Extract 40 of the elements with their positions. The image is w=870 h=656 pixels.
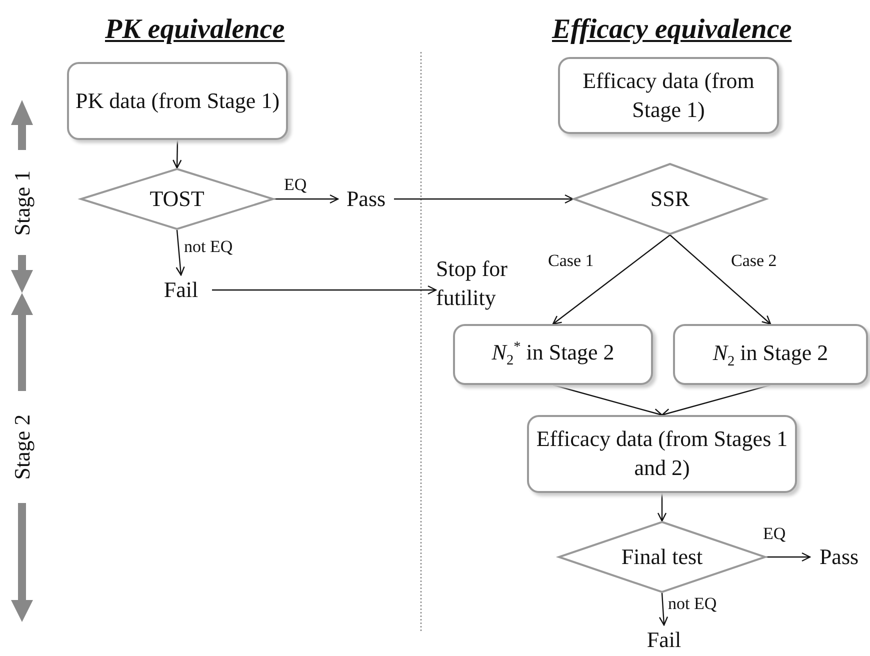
outcome-text: Pass xyxy=(819,542,859,571)
edge-label: not EQ xyxy=(183,238,234,257)
arrow xyxy=(670,234,772,325)
node-label: Final test xyxy=(621,542,703,571)
section-heading: Efficacy equivalence xyxy=(552,14,792,46)
outcome-text: Fail xyxy=(646,626,682,654)
arrow xyxy=(657,493,667,522)
arrow xyxy=(552,384,663,418)
node-label: TOST xyxy=(150,184,204,213)
node-label: N$_{2}$ in Stage 2 xyxy=(712,338,828,370)
edge-label: not EQ xyxy=(667,595,718,614)
node-label: Efficacy data (from Stage 1) xyxy=(582,66,756,124)
edge-label: EQ xyxy=(283,176,308,195)
arrow xyxy=(394,194,574,204)
decision-diamond xyxy=(573,163,767,235)
decision-diamond xyxy=(80,168,274,230)
section-heading: PK equivalence xyxy=(105,14,285,46)
process-box xyxy=(558,57,779,134)
stage-label: Stage 1 xyxy=(9,170,36,236)
arrow xyxy=(212,285,437,295)
node-label: SSR xyxy=(650,184,690,213)
arrow xyxy=(552,234,670,325)
arrow xyxy=(766,552,811,562)
process-box xyxy=(527,415,797,493)
process-box xyxy=(673,324,868,385)
outcome-text: Pass xyxy=(346,184,386,213)
arrow xyxy=(172,140,182,169)
node-label: PK data (from Stage 1) xyxy=(75,86,280,115)
arrow xyxy=(176,230,185,276)
edge-label: EQ xyxy=(762,525,787,544)
outcome-text: Fail xyxy=(164,276,198,304)
stage-label: Stage 2 xyxy=(9,414,36,480)
process-box xyxy=(453,324,653,385)
process-box xyxy=(67,62,288,140)
arrow xyxy=(661,384,771,418)
outcome-text: Stop for futility xyxy=(436,255,508,312)
arrow xyxy=(274,194,339,204)
node-label: Efficacy data (from Stages 1 and 2) xyxy=(535,425,789,482)
node-label: N$_{2}$$^{*}$ in Stage 2 xyxy=(492,338,614,371)
arrow xyxy=(658,592,668,626)
